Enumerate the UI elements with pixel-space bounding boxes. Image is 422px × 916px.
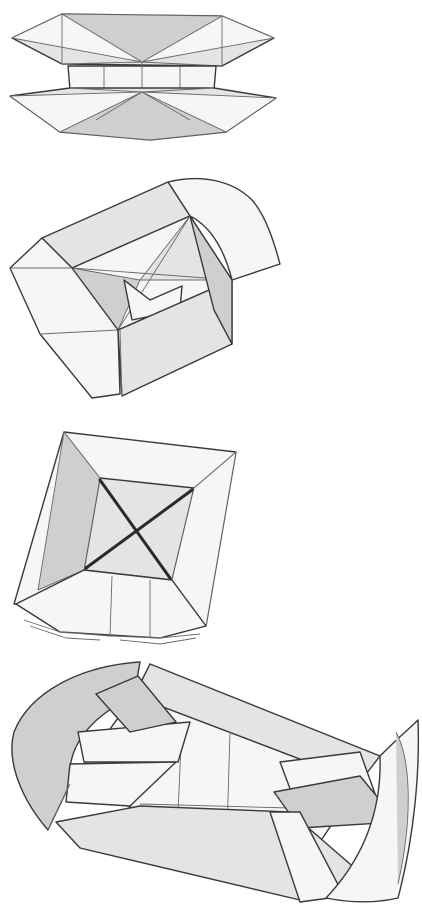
fold-step-1	[0, 0, 422, 160]
fold-step-3	[0, 412, 422, 652]
fold-step-2	[0, 160, 422, 412]
origami-curved-box-icon	[0, 652, 422, 916]
origami-flat-boat-icon	[0, 0, 422, 160]
origami-square-tray-icon	[0, 412, 422, 652]
origami-open-box-icon	[0, 160, 422, 412]
fold-step-4	[0, 652, 422, 916]
